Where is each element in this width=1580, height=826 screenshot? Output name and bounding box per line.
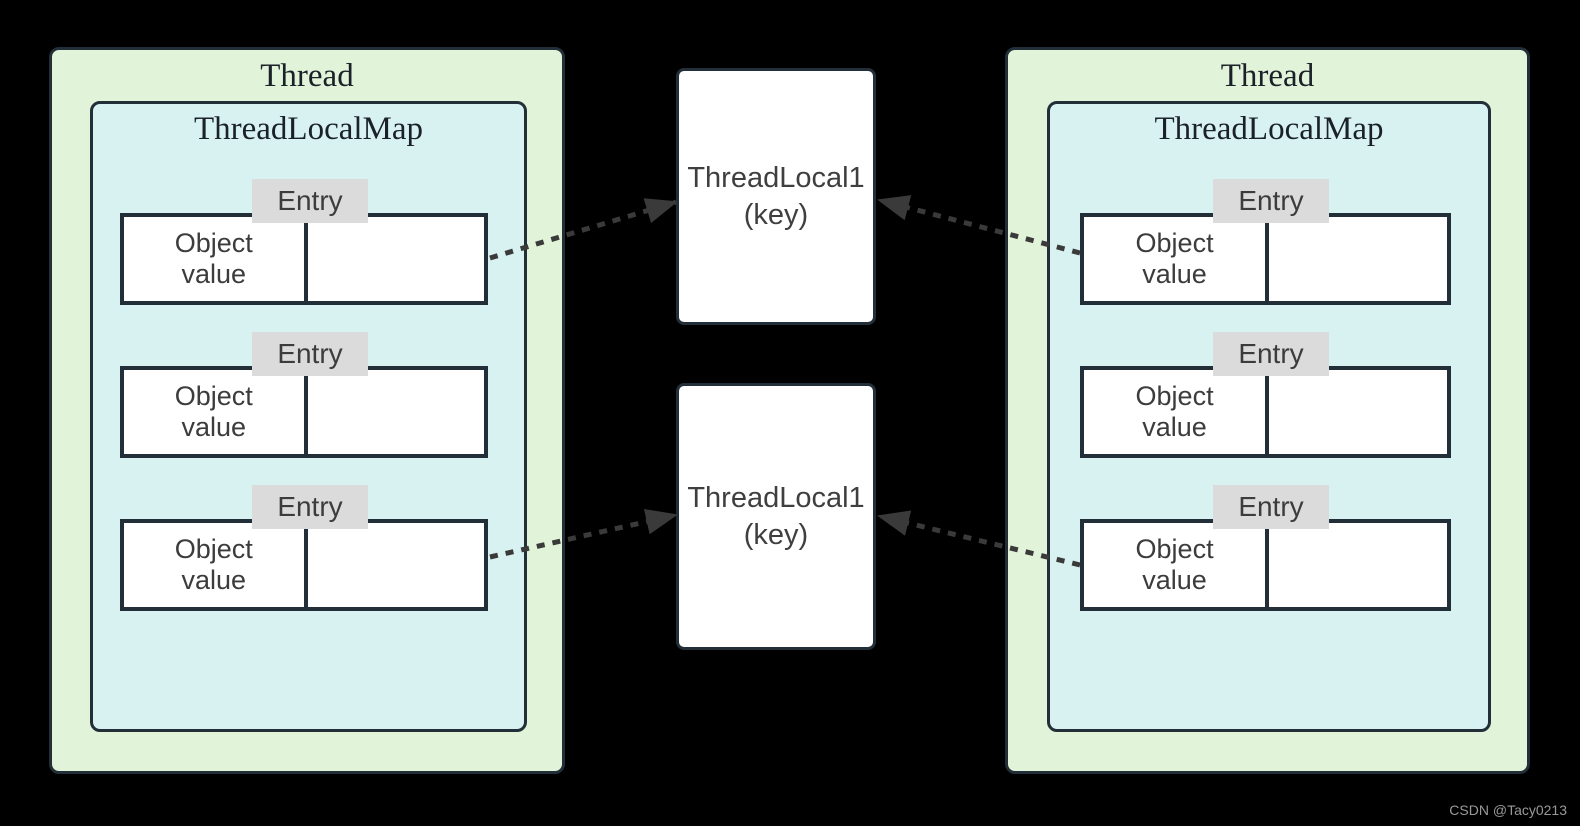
entry-label: Entry bbox=[252, 179, 368, 223]
entry-value-text: Object value bbox=[1135, 228, 1214, 289]
entry-label: Entry bbox=[1213, 179, 1329, 223]
entry-key-ref-cell bbox=[308, 523, 484, 607]
threadlocalmap-title-right: ThreadLocalMap bbox=[1154, 111, 1384, 147]
entry-key-ref-cell bbox=[1269, 217, 1447, 301]
threadlocal-key-box-1: ThreadLocal1 (key) bbox=[676, 68, 876, 325]
entry-value-cell: Object value bbox=[1084, 217, 1270, 301]
threadlocal-key-subtitle: (key) bbox=[743, 198, 809, 231]
entry-box: Object value bbox=[1080, 519, 1451, 611]
entry-value-text: Object value bbox=[1135, 534, 1214, 595]
entry-label: Entry bbox=[1213, 485, 1329, 529]
entry-value-text: Object value bbox=[1135, 381, 1214, 442]
entry-value-text: Object value bbox=[174, 381, 253, 442]
threadlocal-key-subtitle: (key) bbox=[743, 518, 809, 551]
entry-box: Object value bbox=[1080, 213, 1451, 305]
thread-title-left: Thread bbox=[260, 58, 354, 94]
entry-label: Entry bbox=[252, 485, 368, 529]
entry-key-ref-cell bbox=[308, 217, 484, 301]
entry-box: Object value bbox=[120, 213, 488, 305]
entry-key-ref-cell bbox=[1269, 523, 1447, 607]
entry-value-cell: Object value bbox=[1084, 370, 1270, 454]
thread-title-right: Thread bbox=[1220, 58, 1315, 94]
entry-value-cell: Object value bbox=[124, 523, 308, 607]
entry-box: Object value bbox=[120, 366, 488, 458]
entry-box: Object value bbox=[120, 519, 488, 611]
entry-value-text: Object value bbox=[174, 228, 253, 289]
entry-value-cell: Object value bbox=[1084, 523, 1270, 607]
entry-value-cell: Object value bbox=[124, 370, 308, 454]
entry-key-ref-cell bbox=[1269, 370, 1447, 454]
threadlocalmap-title-left: ThreadLocalMap bbox=[193, 111, 424, 147]
entry-value-text: Object value bbox=[174, 534, 253, 595]
threadlocal-key-title: ThreadLocal1 bbox=[687, 161, 865, 194]
threadlocal-key-title: ThreadLocal1 bbox=[687, 481, 865, 514]
entry-key-ref-cell bbox=[308, 370, 484, 454]
watermark: CSDN @Tacy0213 bbox=[1449, 802, 1567, 818]
entry-label: Entry bbox=[1213, 332, 1329, 376]
threadlocal-key-box-2: ThreadLocal1 (key) bbox=[676, 383, 876, 650]
entry-value-cell: Object value bbox=[124, 217, 308, 301]
entry-label: Entry bbox=[252, 332, 368, 376]
entry-box: Object value bbox=[1080, 366, 1451, 458]
